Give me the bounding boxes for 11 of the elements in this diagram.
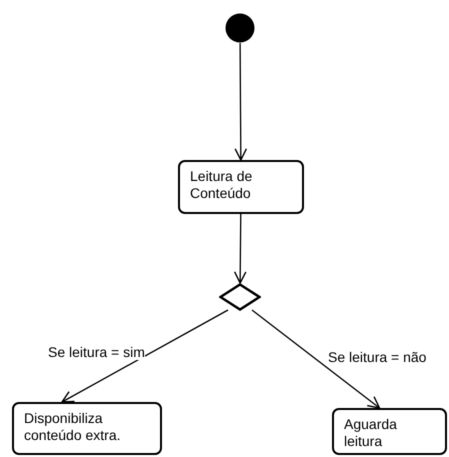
activity-box: Leitura de Conteúdo [178, 160, 304, 214]
activity-box: Disponibiliza conteúdo extra. [12, 402, 162, 455]
arrow [61, 309, 228, 403]
arrow [234, 43, 248, 161]
edge-label: Se leitura = sim [48, 344, 145, 360]
arrow [234, 214, 247, 284]
start-node [225, 13, 255, 43]
decision-diamond [219, 283, 261, 311]
edge-label: Se leitura = não [328, 349, 426, 365]
arrow [252, 309, 380, 409]
activity-box: Aguarda leitura [332, 408, 447, 455]
